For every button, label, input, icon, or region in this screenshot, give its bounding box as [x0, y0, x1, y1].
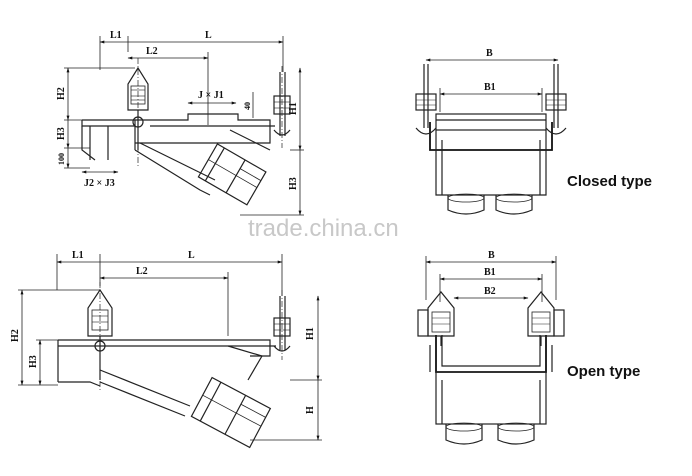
closed-dim-h3b: H3	[288, 177, 299, 190]
closed-dim-l: L	[205, 30, 212, 41]
open-front-dim-b: B	[488, 250, 495, 261]
open-dim-h2: H2	[10, 329, 21, 342]
closed-dim-l2: L2	[146, 46, 158, 57]
open-side-view: L1 L2 L H2 H3 H1 H	[10, 250, 322, 449]
closed-front-view: B B1	[415, 48, 567, 215]
open-dim-l2: L2	[136, 266, 148, 277]
closed-dim-40: 40	[243, 102, 252, 110]
closed-dim-h3: H3	[56, 127, 67, 140]
open-dim-h: H	[305, 406, 316, 414]
closed-dim-j: J × J1	[198, 90, 224, 101]
open-front-dim-b1: B1	[484, 267, 496, 278]
closed-dim-j2: J2 × J3	[84, 178, 115, 189]
open-front-view: B B1 B2	[417, 250, 565, 445]
closed-side-view: L1 L2 L H2 H3 100 H1 H3 J × J1 40	[56, 30, 304, 216]
closed-dim-h2: H2	[56, 87, 67, 100]
closed-dim-h1: H1	[288, 102, 299, 115]
open-type-label: Open type	[567, 363, 640, 380]
closed-front-dim-b1: B1	[484, 82, 496, 93]
open-dim-l1: L1	[72, 250, 84, 261]
closed-dim-l1: L1	[110, 30, 122, 41]
closed-dim-100: 100	[57, 153, 66, 165]
watermark-text: trade.china.cn	[248, 215, 399, 242]
closed-type-label: Closed type	[567, 173, 652, 190]
open-dim-h3: H3	[28, 355, 39, 368]
open-dim-l: L	[188, 250, 195, 261]
closed-front-dim-b: B	[486, 48, 493, 59]
open-front-dim-b2: B2	[484, 286, 496, 297]
open-dim-h1: H1	[305, 327, 316, 340]
